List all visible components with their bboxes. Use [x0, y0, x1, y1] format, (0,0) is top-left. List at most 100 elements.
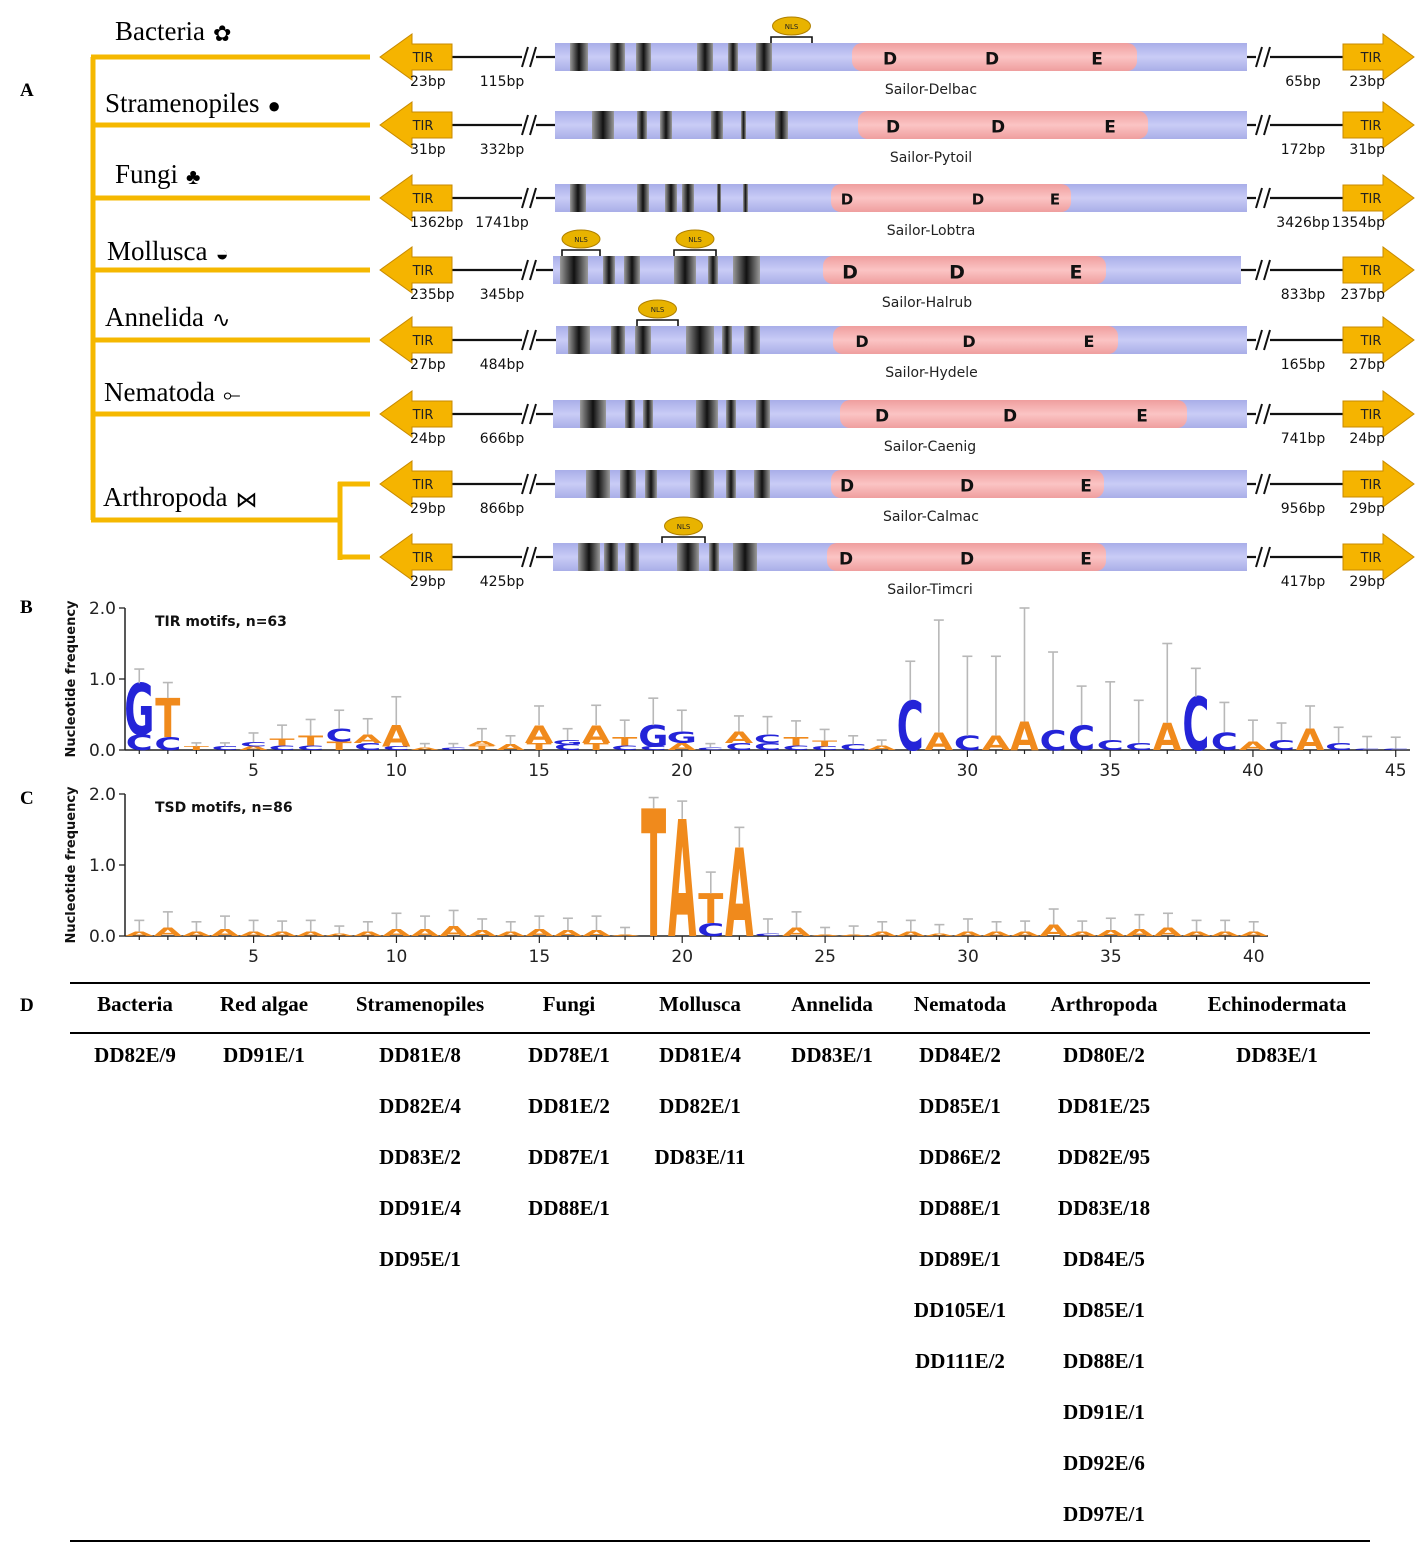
catalytic-residue: D [985, 50, 999, 70]
tir-arrow-right [1342, 533, 1415, 581]
tir-left-size: 27bp [410, 357, 446, 373]
logo-letter-c: C [783, 745, 810, 752]
tir-arrow-left [379, 316, 453, 364]
logo-letter-t: T [641, 778, 666, 968]
catalytic-residue: E [1080, 550, 1092, 570]
break-mark [1263, 114, 1271, 136]
catalytic-residue: D [960, 477, 974, 497]
dna-binding-block [592, 111, 614, 139]
tir-arrow-right [1342, 460, 1415, 508]
logo-letter-a: A [1039, 922, 1068, 940]
dna-binding-block [754, 470, 770, 498]
tir-arrow-left [379, 460, 453, 508]
dna-binding-block [560, 256, 588, 284]
dna-binding-block [686, 326, 714, 354]
logo-letter-a: A [868, 745, 897, 752]
chart-title: TSD motifs, n=86 [155, 800, 293, 816]
panel-label-b: B [20, 597, 33, 618]
nls-bracket [661, 536, 706, 543]
bacteria-icon: ✿ [212, 20, 232, 46]
dna-binding-block [728, 43, 738, 71]
y-tick-label: 2.0 [89, 785, 116, 805]
x-tick-label: 20 [671, 947, 693, 967]
dna-binding-block [636, 43, 651, 71]
logo-letter-t: T [812, 739, 837, 748]
taxon-arthropoda: Arthropoda⋈ [103, 482, 257, 513]
table-header-fungi: Fungi [542, 992, 596, 1016]
logo-letter-t: T [469, 745, 494, 752]
dna-binding-block [696, 400, 718, 428]
table-cell: DD84E/2 [919, 1043, 1001, 1067]
break-mark [521, 546, 529, 568]
nls-bracket [561, 249, 601, 256]
table-cell: DD85E/1 [919, 1094, 1001, 1118]
logo-letter-c: C [754, 933, 781, 937]
panel-label-c: C [20, 788, 34, 809]
utr-right-size: 956bp [1281, 501, 1326, 517]
dna-binding-block [690, 470, 714, 498]
logo-letter-a: A [525, 927, 554, 938]
taxon-mollusca: Mollusca◒ [107, 236, 229, 267]
panel-label-a: A [20, 80, 34, 101]
nls-label: NLS [688, 236, 702, 244]
logo-letter-a: A [239, 931, 268, 938]
tir-arrow-right-label: TIR [1360, 478, 1382, 493]
x-tick-label: 5 [248, 947, 259, 967]
tir-left-size: 31bp [410, 142, 446, 158]
catalytic-residue: D [855, 332, 868, 351]
logo-letter-g: G [553, 739, 583, 746]
logo-letter-c: C [754, 741, 781, 752]
break-mark [529, 473, 537, 495]
logo-letter-a: A [297, 931, 326, 938]
x-tick-label: 40 [1243, 947, 1265, 967]
break-mark [1263, 329, 1271, 351]
tir-arrow-right-label: TIR [1360, 264, 1382, 279]
tir-arrow-right [1342, 33, 1415, 81]
logo-letter-a: A [182, 931, 211, 938]
logo-letter-a: A [1011, 931, 1040, 938]
logo-letter-a: A [325, 933, 355, 937]
tir-arrow-left-label: TIR [412, 264, 434, 279]
logo-letter-c: C [240, 741, 267, 748]
catalytic-residue: D [949, 262, 965, 284]
logo-letter-a: A [1239, 931, 1268, 938]
taxon-label: Nematoda [104, 377, 215, 407]
logo-letter-c: C [297, 745, 324, 752]
dna-binding-block [610, 43, 625, 71]
nls-label: NLS [785, 23, 799, 31]
dna-binding-block [637, 184, 649, 212]
break-mark [1263, 473, 1271, 495]
logo-letter-a: A [982, 732, 1011, 755]
logo-letter-t: T [298, 733, 323, 749]
catalytic-residue: D [841, 191, 853, 209]
tir-left-size: 23bp [410, 74, 446, 90]
dna-binding-block [637, 111, 647, 139]
break-mark [529, 114, 537, 136]
y-tick-label: 0.0 [89, 741, 116, 761]
logo-letter-g: G [124, 671, 154, 752]
catalytic-domain [858, 111, 1148, 139]
logo-letter-t: T [327, 740, 353, 753]
logo-letter-a: A [1154, 926, 1182, 939]
tir-left-size: 235bp [410, 287, 455, 303]
tir-right-size: 237bp [1341, 287, 1386, 303]
utr-right-size: 833bp [1281, 287, 1326, 303]
tir-right-size: 27bp [1349, 357, 1385, 373]
break-mark [1255, 546, 1263, 568]
break-mark [529, 329, 537, 351]
element-name: Sailor-Caenig [884, 439, 976, 455]
tir-arrow-left-label: TIR [412, 51, 434, 66]
x-tick-label: 5 [248, 761, 259, 780]
table-cell: DD81E/4 [659, 1043, 741, 1067]
logo-letter-a: A [125, 931, 154, 938]
element-name: Sailor-Hydele [885, 365, 978, 381]
x-tick-label: 35 [1100, 947, 1122, 967]
table-cell: DD81E/2 [528, 1094, 610, 1118]
tir-arrow-right [1342, 101, 1415, 149]
logo-letter-c: C [126, 731, 153, 756]
table-cell: DD105E/1 [913, 1298, 1007, 1322]
logo-letter-c: C [754, 733, 781, 746]
taxon-label: Annelida [105, 302, 204, 332]
